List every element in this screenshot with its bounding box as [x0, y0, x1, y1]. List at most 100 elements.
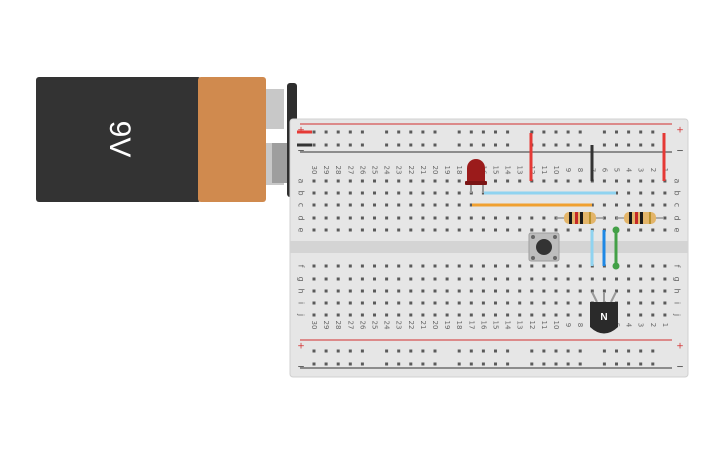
- terminal-hole[interactable]: [481, 313, 485, 317]
- terminal-hole[interactable]: [397, 216, 401, 220]
- terminal-hole[interactable]: [409, 191, 413, 195]
- rail-hole[interactable]: [542, 130, 546, 134]
- terminal-hole[interactable]: [324, 313, 328, 317]
- terminal-hole[interactable]: [651, 191, 655, 195]
- rail-hole[interactable]: [481, 130, 485, 134]
- terminal-hole[interactable]: [445, 264, 449, 268]
- terminal-hole[interactable]: [469, 228, 473, 232]
- terminal-hole[interactable]: [373, 203, 376, 207]
- terminal-hole[interactable]: [639, 277, 643, 281]
- terminal-hole[interactable]: [433, 264, 437, 268]
- terminal-hole[interactable]: [348, 301, 352, 305]
- terminal-hole[interactable]: [360, 277, 364, 281]
- terminal-hole[interactable]: [627, 179, 631, 183]
- terminal-hole[interactable]: [336, 301, 340, 305]
- terminal-hole[interactable]: [373, 216, 376, 220]
- rail-hole[interactable]: [494, 349, 497, 353]
- rail-hole[interactable]: [602, 349, 606, 353]
- rail-hole[interactable]: [578, 143, 582, 147]
- terminal-hole[interactable]: [627, 228, 631, 232]
- rail-hole[interactable]: [433, 130, 437, 134]
- terminal-hole[interactable]: [348, 277, 352, 281]
- battery-9v[interactable]: 9V: [36, 77, 297, 202]
- terminal-hole[interactable]: [360, 228, 364, 232]
- rail-hole[interactable]: [312, 362, 316, 366]
- terminal-hole[interactable]: [566, 289, 570, 293]
- rail-hole[interactable]: [433, 143, 437, 147]
- rail-hole[interactable]: [506, 143, 510, 147]
- terminal-hole[interactable]: [578, 179, 582, 183]
- terminal-hole[interactable]: [542, 301, 546, 305]
- terminal-hole[interactable]: [336, 264, 340, 268]
- terminal-hole[interactable]: [469, 216, 473, 220]
- terminal-hole[interactable]: [397, 301, 401, 305]
- terminal-hole[interactable]: [530, 289, 534, 293]
- rail-hole[interactable]: [409, 143, 413, 147]
- terminal-hole[interactable]: [360, 289, 364, 293]
- terminal-hole[interactable]: [518, 313, 522, 317]
- terminal-hole[interactable]: [360, 179, 364, 183]
- rail-hole[interactable]: [602, 362, 606, 366]
- rail-hole[interactable]: [566, 143, 570, 147]
- terminal-hole[interactable]: [651, 301, 655, 305]
- terminal-hole[interactable]: [360, 216, 364, 220]
- terminal-hole[interactable]: [506, 264, 510, 268]
- terminal-hole[interactable]: [421, 277, 425, 281]
- rail-hole[interactable]: [627, 130, 631, 134]
- terminal-hole[interactable]: [324, 179, 328, 183]
- terminal-hole[interactable]: [433, 179, 437, 183]
- terminal-hole[interactable]: [494, 216, 497, 220]
- rail-hole[interactable]: [530, 130, 534, 134]
- terminal-hole[interactable]: [409, 228, 413, 232]
- terminal-hole[interactable]: [312, 228, 316, 232]
- terminal-hole[interactable]: [433, 313, 437, 317]
- rail-hole[interactable]: [312, 130, 316, 134]
- terminal-hole[interactable]: [554, 289, 558, 293]
- terminal-hole[interactable]: [554, 179, 558, 183]
- terminal-hole[interactable]: [457, 191, 461, 195]
- terminal-hole[interactable]: [324, 289, 328, 293]
- terminal-hole[interactable]: [312, 301, 316, 305]
- terminal-hole[interactable]: [324, 216, 328, 220]
- terminal-hole[interactable]: [663, 203, 667, 207]
- terminal-hole[interactable]: [373, 277, 376, 281]
- terminal-hole[interactable]: [421, 228, 425, 232]
- terminal-hole[interactable]: [639, 228, 643, 232]
- terminal-hole[interactable]: [445, 313, 449, 317]
- rail-hole[interactable]: [324, 143, 328, 147]
- terminal-hole[interactable]: [578, 277, 582, 281]
- rail-hole[interactable]: [627, 362, 631, 366]
- terminal-hole[interactable]: [457, 264, 461, 268]
- terminal-hole[interactable]: [627, 203, 631, 207]
- terminal-hole[interactable]: [421, 289, 425, 293]
- terminal-hole[interactable]: [348, 289, 352, 293]
- terminal-hole[interactable]: [312, 216, 316, 220]
- rail-hole[interactable]: [481, 349, 485, 353]
- rail-hole[interactable]: [506, 349, 510, 353]
- terminal-hole[interactable]: [578, 289, 582, 293]
- terminal-hole[interactable]: [409, 277, 413, 281]
- terminal-hole[interactable]: [445, 216, 449, 220]
- rail-hole[interactable]: [578, 349, 582, 353]
- terminal-hole[interactable]: [421, 301, 425, 305]
- terminal-hole[interactable]: [421, 203, 425, 207]
- terminal-hole[interactable]: [542, 289, 546, 293]
- terminal-hole[interactable]: [385, 277, 389, 281]
- terminal-hole[interactable]: [421, 313, 425, 317]
- terminal-hole[interactable]: [373, 301, 376, 305]
- terminal-hole[interactable]: [542, 216, 546, 220]
- terminal-hole[interactable]: [615, 191, 618, 195]
- terminal-hole[interactable]: [651, 313, 655, 317]
- rail-hole[interactable]: [602, 143, 606, 147]
- rail-hole[interactable]: [360, 143, 364, 147]
- terminal-hole[interactable]: [663, 289, 667, 293]
- terminal-hole[interactable]: [494, 301, 497, 305]
- terminal-hole[interactable]: [445, 228, 449, 232]
- terminal-hole[interactable]: [348, 191, 352, 195]
- rail-hole[interactable]: [457, 362, 461, 366]
- terminal-hole[interactable]: [530, 228, 534, 232]
- rail-hole[interactable]: [312, 143, 316, 147]
- terminal-hole[interactable]: [421, 191, 425, 195]
- terminal-hole[interactable]: [360, 301, 364, 305]
- rail-hole[interactable]: [336, 143, 340, 147]
